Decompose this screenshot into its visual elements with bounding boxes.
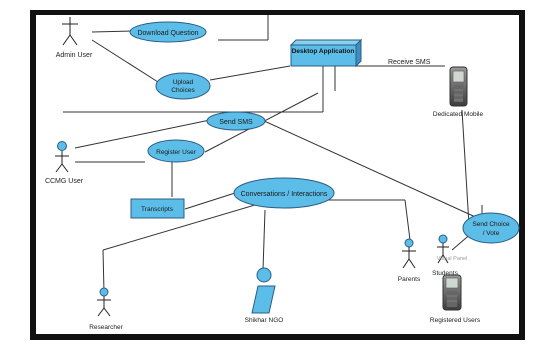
actor-students-label: Students bbox=[432, 270, 458, 277]
actor-shikhar-ngo-label: Shikhar NGO bbox=[245, 317, 284, 324]
usecase-send-choice-vote[interactable]: Send Choice / Vote bbox=[462, 212, 520, 244]
usecase-send-choice-label-1: Send Choice bbox=[472, 221, 510, 228]
usecase-send-sms-label: Send SMS bbox=[219, 119, 253, 126]
actor-parents bbox=[402, 238, 416, 269]
usecase-upload-choices-label-2: Choices bbox=[171, 87, 195, 94]
actor-admin-user-label: Admin User bbox=[56, 52, 93, 59]
usecase-register-user-label: Register User bbox=[156, 149, 197, 156]
usecase-download-question-label: Download Question bbox=[137, 30, 198, 37]
actor-parents-label: Parents bbox=[398, 276, 421, 283]
actor-students bbox=[437, 234, 449, 264]
dedicated-mobile-phone bbox=[449, 66, 468, 107]
usecase-send-sms[interactable]: Send SMS bbox=[206, 111, 266, 131]
actor-ccmg-user-label: CCMG User bbox=[45, 178, 84, 185]
usecase-conversations-label: Conversations / Interactions bbox=[241, 191, 328, 198]
visual-panel-label: Visual Panel bbox=[437, 256, 467, 262]
usecase-send-choice-label-2: / Vote bbox=[483, 230, 500, 237]
actor-researcher-label: Researcher bbox=[89, 324, 123, 331]
connector-lines bbox=[63, 15, 483, 293]
desktop-application-label: Desktop Application bbox=[292, 48, 355, 55]
usecase-conversations-interactions[interactable]: Conversations / Interactions bbox=[233, 177, 335, 209]
diagram-frame bbox=[30, 10, 525, 340]
dedicated-mobile-label: Dedicated Mobile bbox=[433, 111, 484, 118]
actor-researcher bbox=[97, 287, 111, 317]
usecase-register-user[interactable]: Register User bbox=[147, 139, 205, 163]
actor-shikhar-ngo bbox=[251, 267, 276, 314]
registered-users-phone bbox=[442, 274, 462, 311]
receive-sms-label: Receive SMS bbox=[388, 59, 431, 66]
transcripts-label: Transcripts bbox=[141, 206, 174, 213]
desktop-application-box[interactable]: Desktop Application bbox=[289, 38, 363, 68]
usecase-upload-choices[interactable]: Upload Choices bbox=[155, 72, 211, 100]
actor-ccmg-user bbox=[55, 141, 69, 173]
usecase-upload-choices-label-1: Upload bbox=[173, 79, 194, 86]
actor-admin-user bbox=[62, 17, 78, 46]
usecase-download-question[interactable]: Download Question bbox=[129, 21, 207, 43]
registered-users-label: Registered Users bbox=[430, 317, 481, 324]
transcripts-box[interactable]: Transcripts bbox=[130, 198, 185, 219]
